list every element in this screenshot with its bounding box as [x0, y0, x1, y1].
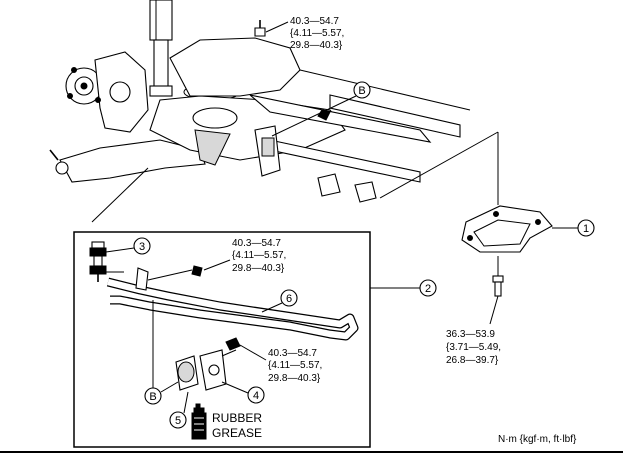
- callout-four: 4: [221, 381, 265, 404]
- torque-right-line1: 36.3—53.9: [446, 329, 495, 340]
- callout-b-lower-label: B: [149, 391, 156, 403]
- torque-top-line2: {4.11—5.57,: [290, 28, 344, 39]
- callout-five: 5: [169, 391, 189, 429]
- callout-one: 1: [552, 219, 595, 237]
- stabilizer-bar: [106, 277, 359, 341]
- torque-spec-upper-left: 40.3—54.7 {4.11—5.57, 29.8—40.3}: [203, 238, 286, 274]
- torque-top-line1: 40.3—54.7: [290, 16, 339, 27]
- plate-bolt: [489, 256, 504, 325]
- stabilizer-link: [89, 241, 124, 282]
- torque-top-line3: 29.8—40.3}: [290, 40, 343, 51]
- callout-three-label: 3: [139, 241, 145, 253]
- rubber-grease-tube: RUBBER GREASE: [191, 403, 262, 440]
- callout-b-upper-label: B: [358, 85, 365, 97]
- leader-to-inset: [91, 167, 149, 223]
- callout-five-label: 5: [175, 415, 181, 427]
- torque-right-line2: {3.71—5.49,: [446, 342, 501, 353]
- detail-inset-box: [73, 231, 371, 448]
- callout-two: 2: [370, 279, 437, 297]
- torque-units-note: N·m {kgf·m, ft·lbf}: [498, 434, 577, 445]
- grease-label-line1: RUBBER: [212, 411, 262, 425]
- torque-lower-line1: 40.3—54.7: [268, 348, 317, 359]
- torque-lower-line3: 29.8—40.3}: [268, 373, 321, 384]
- grease-label-line2: GREASE: [212, 426, 262, 440]
- callout-four-label: 4: [253, 390, 259, 402]
- torque-lower-line2: {4.11—5.57,: [268, 360, 322, 371]
- callout-two-label: 2: [425, 283, 431, 295]
- torque-upper-left-line3: 29.8—40.3}: [232, 263, 285, 274]
- torque-right-line3: 26.8—39.7}: [446, 355, 499, 366]
- torque-spec-top: 40.3—54.7 {4.11—5.57, 29.8—40.3}: [265, 16, 344, 51]
- bushing-and-bracket: [175, 337, 241, 391]
- callout-b-upper: B: [271, 81, 371, 137]
- mounting-plate: [461, 205, 553, 253]
- callout-three: 3: [105, 237, 151, 255]
- callout-six: 6: [261, 289, 298, 313]
- callout-one-label: 1: [583, 223, 589, 235]
- torque-spec-right: 36.3—53.9 {3.71—5.49, 26.8—39.7}: [446, 329, 501, 366]
- leader-to-plate: [379, 131, 499, 199]
- callout-six-label: 6: [286, 293, 292, 305]
- suspension-assembly: [49, 0, 471, 203]
- callout-b-lower: B: [144, 300, 179, 405]
- torque-upper-left-line1: 40.3—54.7: [232, 238, 281, 249]
- torque-spec-lower: 40.3—54.7 {4.11—5.57, 29.8—40.3}: [239, 344, 322, 384]
- torque-upper-left-line2: {4.11—5.57,: [232, 250, 286, 261]
